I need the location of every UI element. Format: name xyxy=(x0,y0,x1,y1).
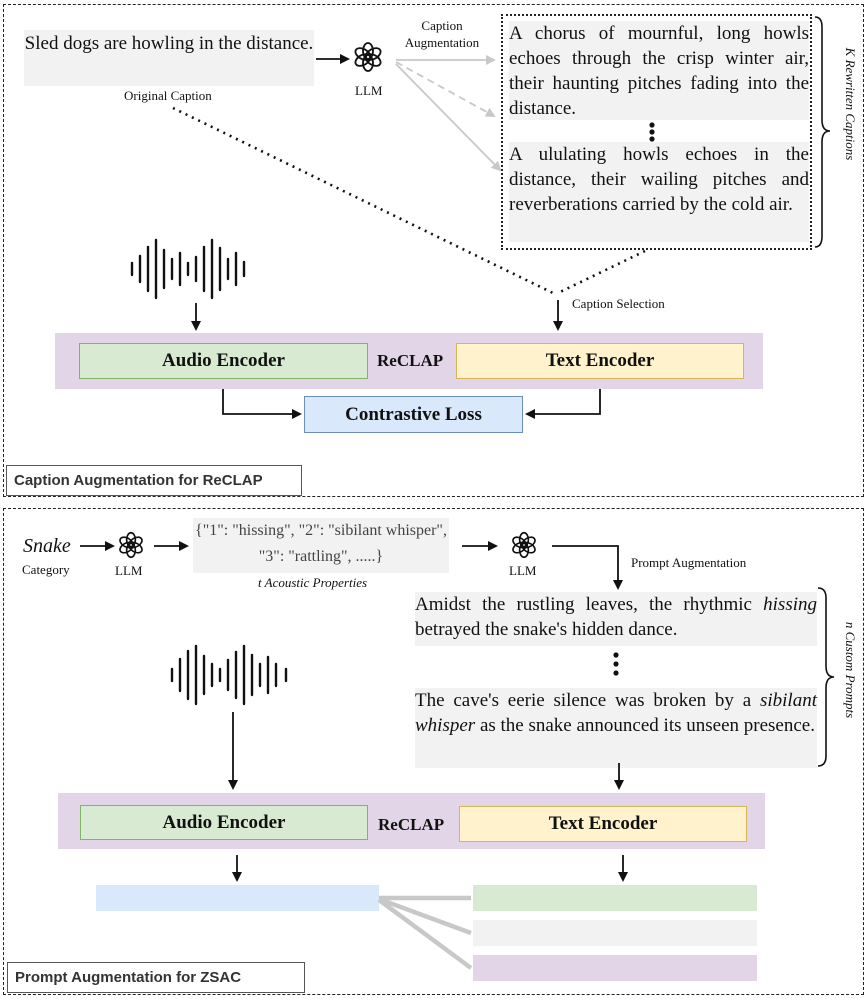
bottom-panel-title: Prompt Augmentation for ZSAC xyxy=(7,962,305,993)
ellipsis-dots-bottom xyxy=(613,652,619,676)
prompt-2-keyword: sibilant whisper xyxy=(415,690,817,736)
text-encoder-bottom: Text Encoder xyxy=(459,806,747,842)
prompt-1-text-b: betrayed the snake's hidden dance. xyxy=(415,619,678,640)
rewritten-caption-1: A chorus of mournful, long howls echoes … xyxy=(509,21,809,120)
original-caption: Sled dogs are howling in the distance. xyxy=(24,30,314,86)
caption-augmentation-label: Caption Augmentation xyxy=(404,18,480,50)
custom-prompt-1: Amidst the rustling leaves, the rhythmic… xyxy=(415,592,817,646)
llm-label-2: LLM xyxy=(509,563,537,578)
prompt-augmentation-label: Prompt Augmentation xyxy=(631,555,747,570)
text-embedding-1 xyxy=(473,885,757,911)
custom-prompt-2: The cave's eerie silence was broken by a… xyxy=(415,688,817,768)
contrastive-loss: Contrastive Loss xyxy=(304,396,523,433)
llm-label: LLM xyxy=(355,83,383,98)
top-panel-title: Caption Augmentation for ReCLAP xyxy=(6,465,302,496)
waveform-icon-bottom xyxy=(168,642,298,708)
category-label: Category xyxy=(22,562,70,577)
audio-encoder-top: Audio Encoder xyxy=(79,343,368,379)
n-custom-prompts-label: n Custom Prompts xyxy=(843,621,858,719)
prompt-1-keyword: hissing xyxy=(763,594,817,615)
audio-encoder-bottom: Audio Encoder xyxy=(80,805,368,840)
acoustic-properties-label: t Acoustic Properties xyxy=(258,575,368,590)
text-encoder-top: Text Encoder xyxy=(456,343,744,379)
prompt-2-text-a: The cave's eerie silence was broken by a xyxy=(415,690,760,711)
text-embedding-2 xyxy=(473,920,757,946)
acoustic-properties: {"1": "hissing", "2": "sibilant whisper"… xyxy=(193,518,449,573)
llm-icon-1 xyxy=(117,531,145,559)
text-embedding-3 xyxy=(473,955,757,981)
prompt-2-text-b: as the snake announced its unseen presen… xyxy=(475,715,815,736)
llm-icon xyxy=(352,41,384,73)
ellipsis-dots xyxy=(649,122,655,142)
reclap-label-top: ReCLAP xyxy=(377,351,444,370)
audio-embedding xyxy=(96,885,379,911)
llm-label-1: LLM xyxy=(115,563,143,578)
bottom-panel xyxy=(3,508,864,995)
llm-icon-2 xyxy=(510,531,538,559)
original-caption-label: Original Caption xyxy=(124,88,212,103)
rewritten-caption-2: A ululating howls echoes in the distance… xyxy=(509,142,809,242)
waveform-icon xyxy=(128,236,268,302)
k-rewritten-captions-label: K Rewritten Captions xyxy=(843,47,858,161)
caption-selection-label: Caption Selection xyxy=(572,296,665,311)
prompt-1-text-a: Amidst the rustling leaves, the rhythmic xyxy=(415,594,764,615)
reclap-label-bottom: ReCLAP xyxy=(378,815,445,834)
top-panel xyxy=(3,4,864,497)
category-snake: Snake xyxy=(23,535,71,557)
